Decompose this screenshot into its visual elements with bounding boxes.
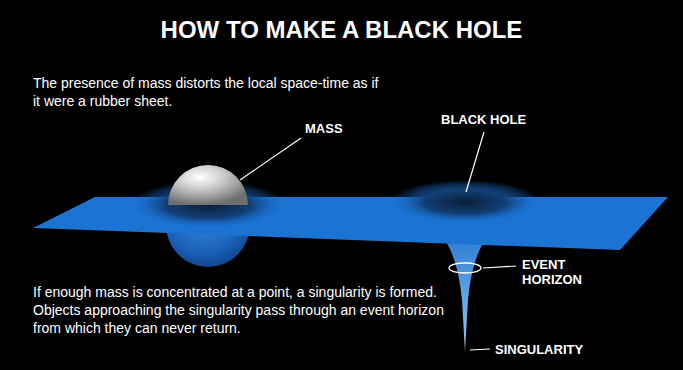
leader-line [240,138,301,180]
black-hole-dip [390,180,540,224]
leader-line [466,132,484,192]
part-label: BLACK HOLE [441,112,526,127]
part-label: EVENT HORIZON [522,257,594,287]
leader-line [483,266,516,268]
note-text: If enough mass is concentrated at a poin… [33,283,451,337]
part-label: SINGULARITY [495,342,583,357]
title: HOW TO MAKE A BLACK HOLE [161,16,523,44]
leader-line [470,349,490,350]
note-text: The presence of mass distorts the local … [33,74,385,110]
mass-sphere [168,165,248,205]
part-label: MASS [305,121,343,136]
event-horizon-ring [449,263,481,273]
spacetime-sheet [33,197,668,250]
